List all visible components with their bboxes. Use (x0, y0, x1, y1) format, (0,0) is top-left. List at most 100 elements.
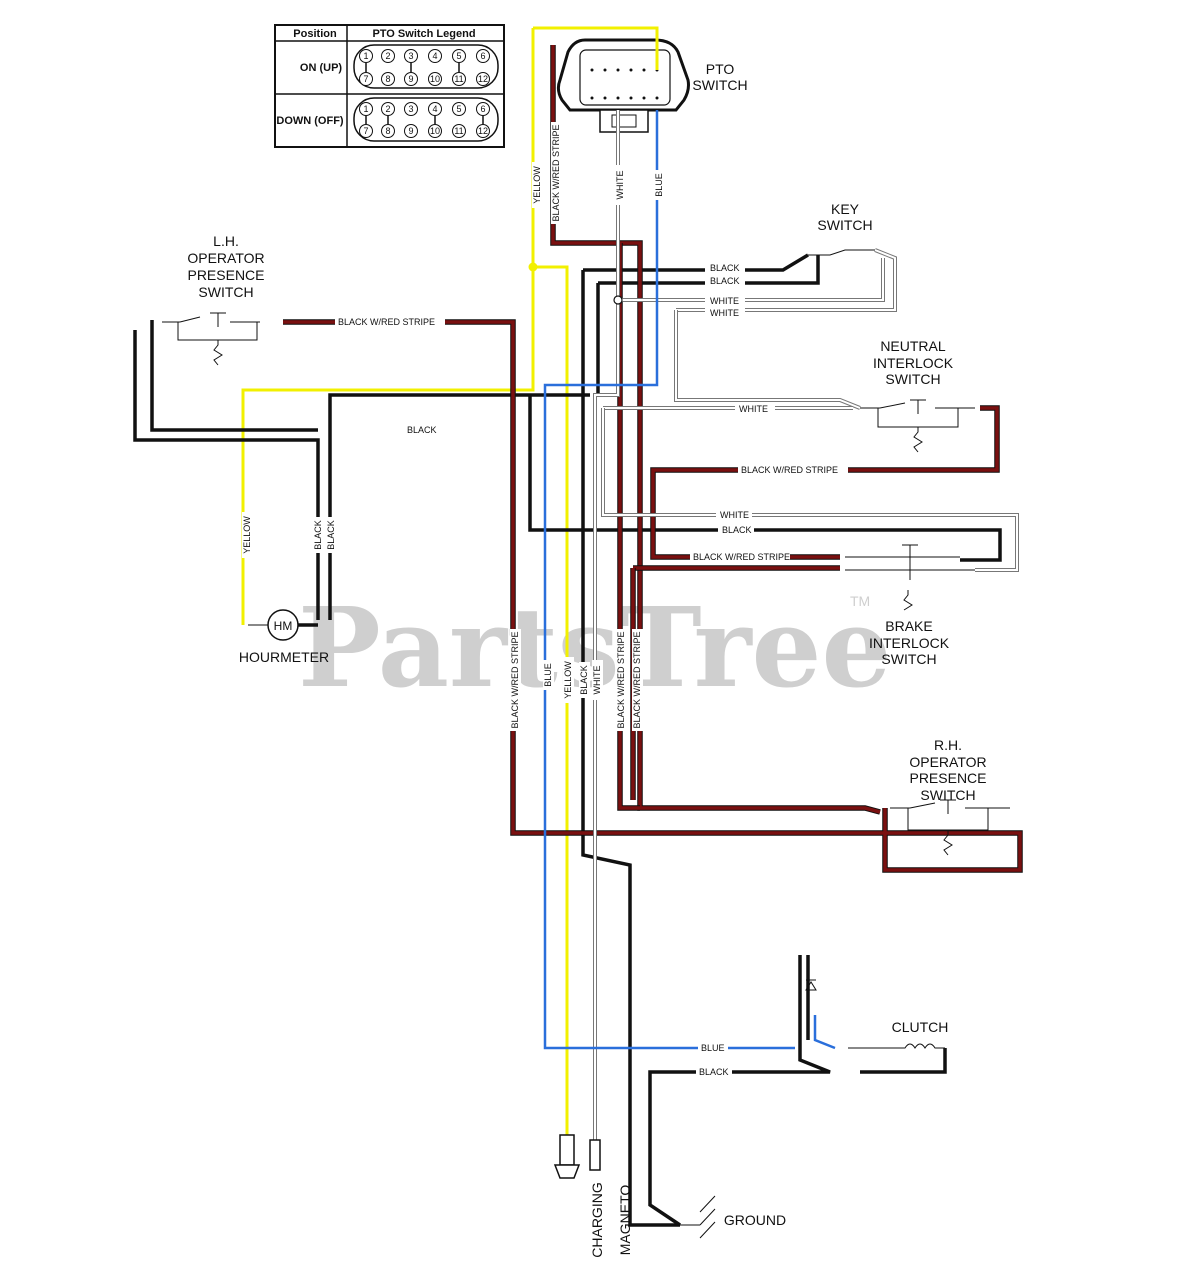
label-black-hm-1: BLACK (313, 520, 323, 550)
label-white-trunk: WHITE (592, 666, 602, 695)
label-black-red-neutral: BLACK W/RED STRIPE (741, 465, 838, 475)
legend-pin-number: 11 (454, 126, 463, 136)
label-black-red-lh: BLACK W/RED STRIPE (338, 317, 435, 327)
pto-label-2: SWITCH (692, 77, 747, 93)
clutch-label: CLUTCH (892, 1019, 949, 1035)
legend-pin-number: 5 (456, 51, 461, 61)
lh-label-2: OPERATOR (187, 250, 264, 266)
legend-pin-number: 6 (480, 104, 485, 114)
legend-pin-number: 1 (363, 51, 368, 61)
watermark-tm: TM (850, 593, 870, 609)
label-white-2: WHITE (710, 308, 739, 318)
rh-label-2: OPERATOR (909, 754, 986, 770)
legend-pin-number: 7 (363, 126, 368, 136)
legend-pin-circle (359, 124, 373, 138)
ground-label: GROUND (724, 1212, 786, 1228)
yellow-wire (241, 26, 659, 1150)
legend-pin-number: 9 (408, 74, 413, 84)
pto-legend-table: Position PTO Switch Legend ON (UP) DOWN … (274, 24, 505, 148)
legend-pin-circle (404, 124, 418, 138)
hm-symbol: HM (274, 619, 293, 633)
label-white-top: WHITE (615, 171, 625, 200)
neutral-label-1: NEUTRAL (880, 338, 946, 354)
legend-pin-number: 10 (430, 74, 440, 84)
label-yellow-hm: YELLOW (242, 516, 252, 554)
wire-labels: BLACK BLACK WHITE WHITE BLACK W/RED STRI… (242, 122, 848, 1078)
legend-pin-circle (428, 49, 442, 63)
legend-pin-circle (476, 102, 490, 116)
label-blue-top: BLUE (654, 173, 664, 197)
legend-row-on: ON (UP) (300, 62, 343, 74)
legend-pin-circle (428, 72, 442, 86)
label-yellow-trunk: YELLOW (563, 661, 573, 699)
brake-interlock-switch: BRAKE INTERLOCK SWITCH (845, 544, 975, 667)
charging-terminal: CHARGING (553, 1134, 605, 1258)
legend-header-position: Position (293, 28, 337, 40)
label-black-red-top: BLACK W/RED STRIPE (551, 124, 561, 221)
rh-label-1: R.H. (934, 737, 962, 753)
clutch: CLUTCH (805, 979, 949, 1049)
legend-pin-circle (428, 124, 442, 138)
key-label-2: SWITCH (817, 217, 872, 233)
brake-label-2: INTERLOCK (869, 635, 950, 651)
label-black-red-trunk: BLACK W/RED STRIPE (510, 631, 520, 728)
legend-pin-circle (452, 102, 466, 116)
rh-operator-switch: R.H. OPERATOR PRESENCE SWITCH (890, 737, 1010, 856)
legend-pin-number: 12 (478, 74, 488, 84)
legend-pin-number: 4 (432, 51, 437, 61)
blue-wire (543, 110, 836, 1050)
ground: GROUND (680, 1195, 786, 1239)
neutral-label-2: INTERLOCK (873, 355, 954, 371)
legend-header-title: PTO Switch Legend (372, 28, 475, 40)
label-black-brake: BLACK (722, 525, 752, 535)
label-black-red-trunk-2: BLACK W/RED STRIPE (616, 631, 626, 728)
pto-switch-connector (556, 38, 690, 133)
lh-operator-switch: L.H. OPERATOR PRESENCE SWITCH (162, 233, 265, 366)
legend-pin-circle (404, 72, 418, 86)
legend-pin-circle (381, 124, 395, 138)
neutral-label-3: SWITCH (885, 371, 940, 387)
legend-pin-circle (359, 49, 373, 63)
legend-pin-circle (476, 72, 490, 86)
label-black-1: BLACK (710, 263, 740, 273)
legend-pin-number: 8 (385, 74, 390, 84)
label-black-hm-2: BLACK (326, 520, 336, 550)
legend-pin-number: 10 (430, 126, 440, 136)
lh-label-1: L.H. (213, 233, 239, 249)
legend-pin-number: 2 (385, 104, 390, 114)
legend-pin-circle (428, 102, 442, 116)
legend-row-down: DOWN (OFF) (276, 115, 344, 127)
neutral-interlock-switch: NEUTRAL INTERLOCK SWITCH (860, 338, 975, 453)
pto-label-1: PTO (706, 61, 735, 77)
white-wires (593, 110, 1019, 1145)
legend-pin-number: 8 (385, 126, 390, 136)
legend-pin-number: 9 (408, 126, 413, 136)
legend-pin-number: 2 (385, 51, 390, 61)
magneto-terminal: MAGNETO (589, 1139, 633, 1255)
brake-label-1: BRAKE (885, 618, 932, 634)
legend-pin-number: 5 (456, 104, 461, 114)
legend-pin-circle (404, 102, 418, 116)
legend-pin-number: 3 (408, 51, 413, 61)
label-black-2: BLACK (710, 276, 740, 286)
legend-pin-circle (359, 102, 373, 116)
label-blue-trunk: BLUE (543, 663, 553, 687)
hourmeter-label: HOURMETER (239, 649, 329, 665)
label-black-left: BLACK (407, 425, 437, 435)
legend-pin-circle (381, 102, 395, 116)
legend-pin-circle (359, 72, 373, 86)
rh-label-3: PRESENCE (909, 770, 986, 786)
label-black-trunk: BLACK (579, 665, 589, 695)
label-blue-clutch: BLUE (701, 1043, 725, 1053)
legend-pin-circle (381, 49, 395, 63)
legend-pin-number: 1 (363, 104, 368, 114)
label-black-red-brake: BLACK W/RED STRIPE (693, 552, 790, 562)
brake-label-3: SWITCH (881, 651, 936, 667)
pto-switch-label: PTO SWITCH (692, 61, 747, 93)
legend-pin-circle (404, 49, 418, 63)
label-white-brake: WHITE (720, 510, 749, 520)
label-white-1: WHITE (710, 296, 739, 306)
legend-pin-number: 3 (408, 104, 413, 114)
legend-pin-circle (476, 49, 490, 63)
